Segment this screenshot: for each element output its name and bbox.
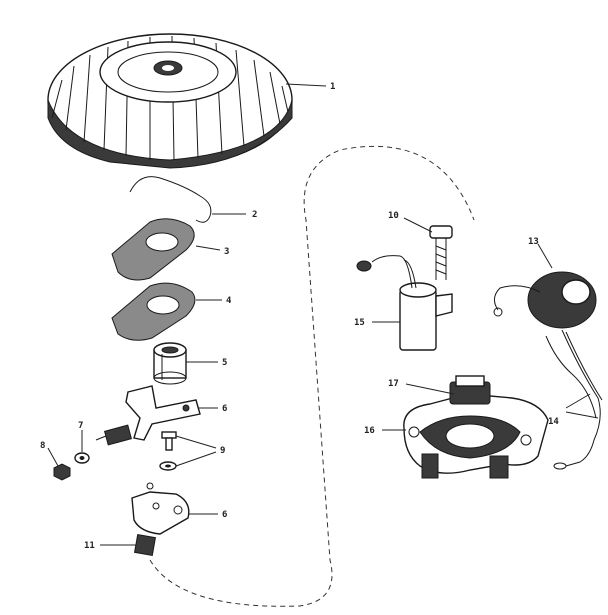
washer [74,452,90,464]
coil-leads [545,329,603,470]
bracket [131,482,190,535]
callout-10: 10 [388,211,399,221]
backing-plate [111,218,195,281]
breaker-arm [95,385,201,446]
callout-2: 2 [252,210,257,220]
callout-8: 8 [40,441,45,451]
assembly-guide-line [149,145,475,607]
callout-6-upper: 6 [222,404,227,414]
callout-1: 1 [330,82,335,92]
nut [53,463,71,481]
ignition-coil [493,271,597,329]
callout-9: 9 [220,446,225,456]
callout-4: 4 [226,296,232,306]
spring-clip [129,176,212,223]
callout-7: 7 [78,421,83,431]
mounting-screw [429,225,453,280]
leader-lines [47,83,599,546]
condenser [356,255,453,351]
screw [159,431,177,471]
callout-3: 3 [224,247,229,257]
callout-5: 5 [222,358,227,368]
callout-14: 14 [548,417,559,427]
callout-17: 17 [388,379,399,389]
dust-cover [111,282,196,341]
bushing [153,342,187,385]
callout-11: 11 [84,541,95,551]
callout-6-lower: 6 [222,510,227,520]
clip [133,533,157,557]
flywheel [47,33,293,169]
callout-15: 15 [354,318,365,328]
callout-16: 16 [364,426,375,436]
armature-base [403,375,549,479]
callout-13: 13 [528,237,539,247]
